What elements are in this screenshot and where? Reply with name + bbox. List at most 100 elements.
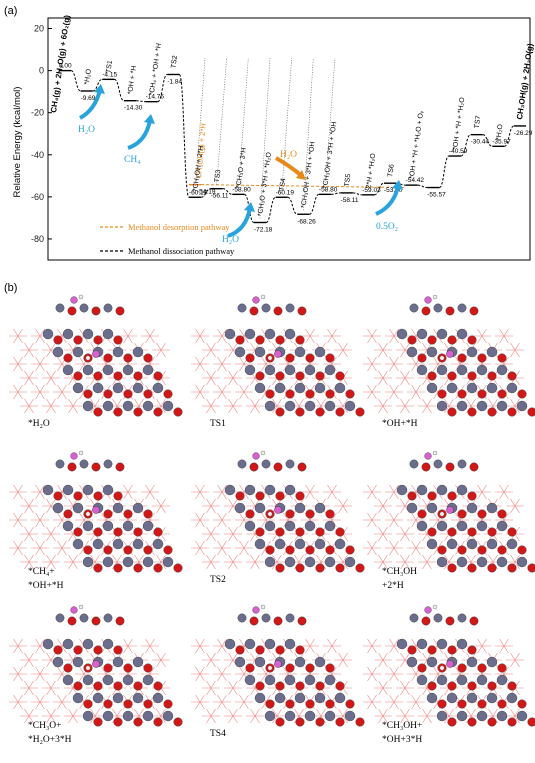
oxygen-atom [315,717,325,727]
surface-atom [466,692,478,704]
slab-atom [237,303,247,313]
y-tick-label: 20 [34,24,44,34]
lattice-star [191,638,209,654]
energy-value-label: -14.30 [124,105,143,112]
y-tick-label: -20 [31,108,44,118]
surface-atom [122,710,134,722]
surface-atom [476,556,488,568]
lattice-star [213,666,231,682]
slab-atom [91,462,101,472]
surface-atom [446,692,458,704]
slab-atom [261,303,271,313]
oxygen-atom [477,663,487,673]
surface-atom [284,556,296,568]
lattice-star [396,370,414,386]
legend: Methanol desorption pathway Methanol dis… [100,222,235,256]
surface-atom [102,328,114,340]
lattice-star [202,398,220,414]
slab-atom [469,306,479,316]
slab-atom [249,306,259,316]
oxygen-atom [345,389,355,399]
adsorbate-atom [92,506,100,514]
state-label: TS5 [344,173,353,187]
slab-atom [249,616,259,626]
surface-atom [72,656,84,668]
oxygen-atom [153,371,163,381]
lattice-star [407,540,425,556]
surface-atom [426,538,438,550]
y-axis-ticks: 200-20-40-60-80 [31,24,52,244]
surface-atom [486,656,498,668]
oxygen-atom [507,407,517,417]
surface-atom [436,638,448,650]
oxygen-atom [457,699,467,709]
oxygen-atom [93,645,103,655]
oxygen-atom [53,645,63,655]
surface-atom [294,382,306,394]
surface-atom [254,692,266,704]
slab-atom [79,459,89,469]
lattice-star [42,370,60,386]
slab-atom [55,303,65,313]
surface-atom [152,692,164,704]
lattice-star [473,484,491,500]
lattice-star [385,540,403,556]
surface-atom [122,520,134,532]
state-label: *OH + *H + *H₂O [452,96,466,150]
surface-atom [506,538,518,550]
pathway-connector [331,192,341,195]
oxygen-atom [173,407,183,417]
oxygen-atom [487,407,497,417]
surface-atom [224,638,236,650]
surface-atom [264,364,276,376]
surface-atom [72,538,84,550]
lattice-star [418,708,436,724]
oxygen-atom [113,335,123,345]
lattice-star [31,512,49,528]
dissociation-series [58,69,527,224]
oxygen-atom [73,491,83,501]
lattice-star [506,498,524,514]
oxygen-atom [305,509,315,519]
lattice-star [119,638,137,654]
oxygen-atom [73,681,83,691]
energy-value-label: -60.19 [189,189,208,196]
oxygen-atom [53,335,63,345]
oxygen-atom [497,699,507,709]
lattice-star [235,540,253,556]
surface-atom [284,400,296,412]
slab-atom [297,616,307,626]
oxygen-atom [477,545,487,555]
slab-atom [421,306,431,316]
surface-atom [132,692,144,704]
adsorbate-atom [424,296,432,304]
energy-value-label: -58.11 [341,197,359,204]
oxygen-atom [275,335,285,345]
adsorbate-atom [70,452,78,460]
lattice-star [202,680,220,696]
y-tick-label: -60 [31,192,44,202]
surface-atom [436,364,448,376]
surface-atom [334,538,346,550]
energy-value-label: -14.76 [146,94,165,101]
state-leader-line [281,57,292,194]
lattice-star [191,356,209,372]
pathway-connector [265,196,276,224]
surface-atom [344,556,356,568]
structure-caption-line2: *H₂O+3*H [28,735,72,745]
surface-atom [466,502,478,514]
oxygen-atom [285,663,295,673]
slab-atom [115,462,125,472]
adsorbate-atom [424,452,432,460]
adsorbate-atom [274,660,282,668]
oxygen-atom [427,371,437,381]
hydrogen-atom [439,511,445,517]
pathway-connector [178,73,190,198]
pathway-connector [374,182,385,196]
surface-atom [264,328,276,340]
pathway-connector [157,73,168,103]
h2o-label-2: H₂O [222,235,239,245]
oxygen-atom [447,681,457,691]
state-label: *CH₃O + 3*H [235,147,248,188]
